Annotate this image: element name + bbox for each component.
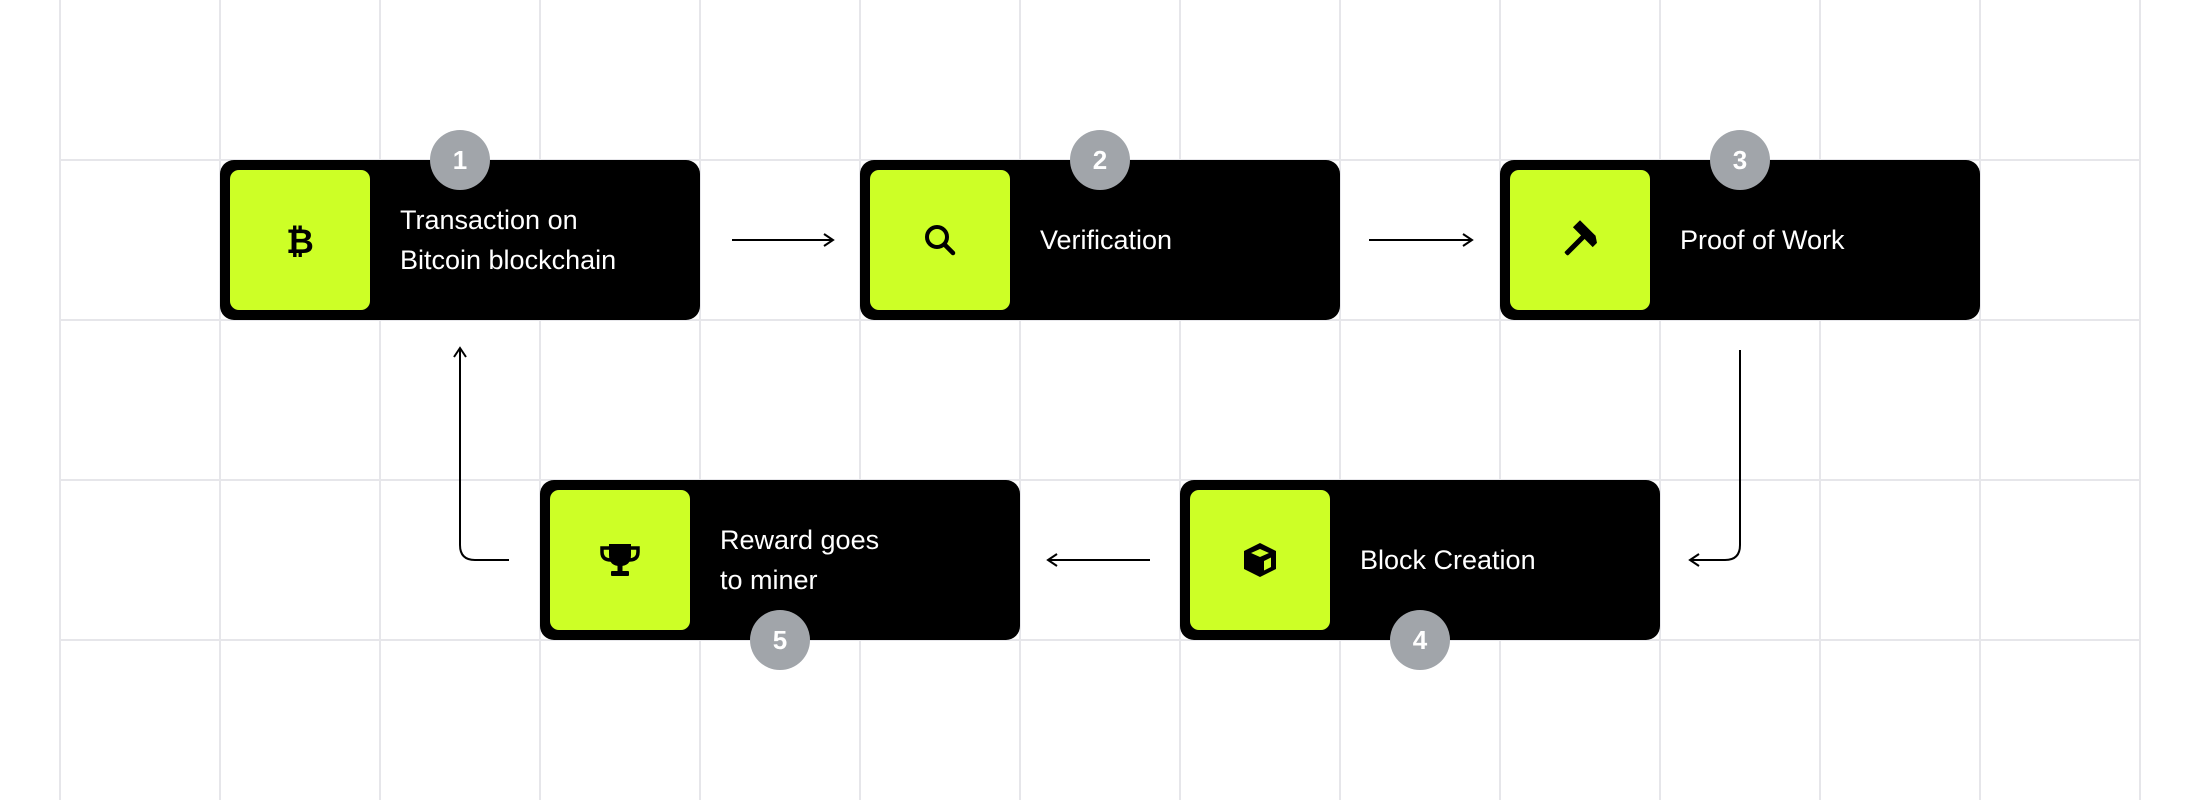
- step-number-badge: 3: [1710, 130, 1770, 190]
- step-label: Verification: [1040, 225, 1173, 255]
- step-number-badge: 4: [1390, 610, 1450, 670]
- icon-tile: [870, 170, 1010, 310]
- search-icon: [925, 225, 956, 256]
- cube-icon: [1244, 543, 1276, 577]
- step-card-block-creation[interactable]: Block Creation 4: [1180, 480, 1660, 670]
- hammer-icon: [1564, 220, 1597, 256]
- step-label: Proof of Work: [1680, 225, 1845, 255]
- icon-tile: [1510, 170, 1650, 310]
- icon-tile: [1190, 490, 1330, 630]
- step-card-transaction[interactable]: ₿ Transaction on Bitcoin blockchain 1: [220, 130, 700, 320]
- icon-tile: ₿: [230, 170, 370, 310]
- step-number-badge: 1: [430, 130, 490, 190]
- step-card-reward[interactable]: Reward goes to miner 5: [540, 480, 1020, 670]
- step-number-badge: 2: [1070, 130, 1130, 190]
- svg-text:₿: ₿: [286, 222, 314, 260]
- step-card-proof-of-work[interactable]: Proof of Work 3: [1500, 130, 1980, 320]
- step-number-badge: 5: [750, 610, 810, 670]
- step-label: Transaction on Bitcoin blockchain: [400, 205, 617, 275]
- step-label: Reward goes to miner: [720, 525, 880, 595]
- step-label: Block Creation: [1360, 545, 1536, 575]
- trophy-icon: [600, 544, 640, 576]
- step-card-verification[interactable]: Verification 2: [860, 130, 1340, 320]
- icon-tile: [550, 490, 690, 630]
- bitcoin-icon: ₿: [286, 222, 314, 260]
